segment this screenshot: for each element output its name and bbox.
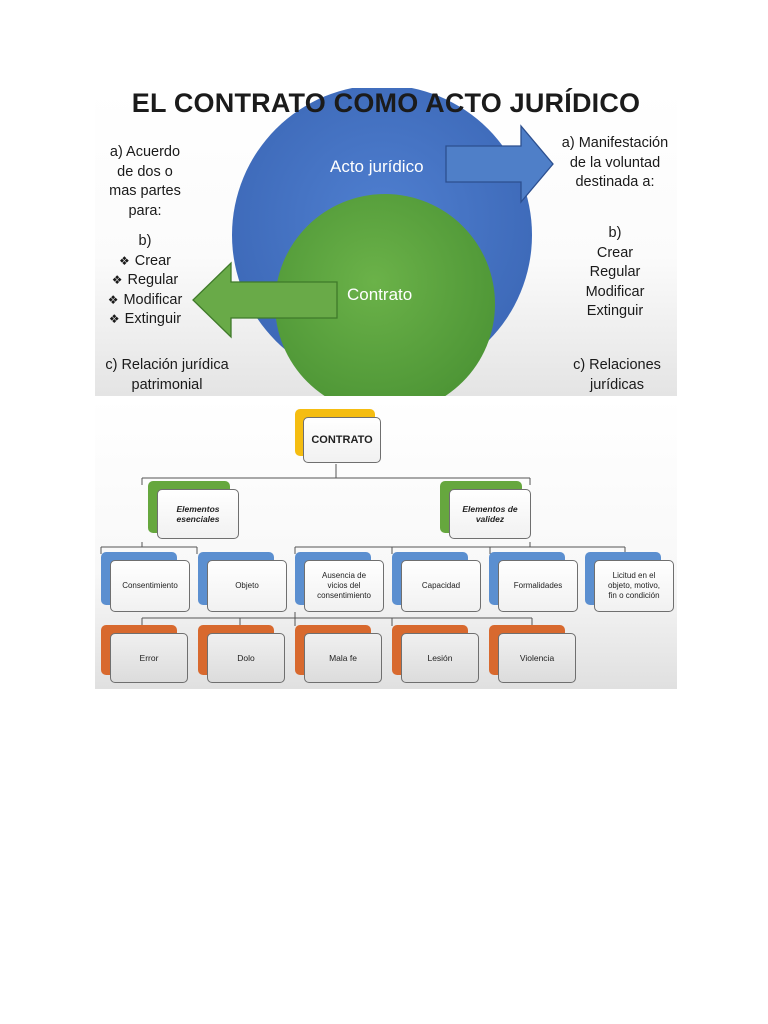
infographic-title: EL CONTRATO COMO ACTO JURÍDICO — [131, 88, 641, 118]
left-b-item: ❖Extinguir — [108, 311, 182, 327]
left-b-item: ❖Modificar — [107, 291, 183, 308]
left-b-item: ❖Crear — [118, 252, 172, 269]
right-a-text: a) Manifestación de la voluntad destinad… — [561, 135, 669, 190]
left-c-text: c) Relación jurídica patrimonial — [105, 357, 229, 393]
org-chart-panel: CONTRATO Elementos esenciales Elementos … — [95, 397, 677, 689]
org-chart-connectors — [100, 464, 626, 626]
inner-circle-contrato — [275, 194, 495, 396]
left-a-text: a) Acuerdo de dos o mas partes para: — [109, 144, 181, 219]
right-c-text: c) Relaciones jurídicas — [573, 357, 661, 393]
diamond-bullet-icon: ❖ — [108, 312, 120, 326]
diamond-bullet-icon: ❖ — [107, 292, 119, 307]
left-b-item: ❖Regular — [111, 272, 179, 288]
infographic-graphics — [192, 88, 554, 396]
arrow-right-icon — [445, 124, 554, 204]
outer-circle-label: Acto jurídico — [330, 157, 424, 176]
diamond-bullet-icon: ❖ — [118, 253, 130, 268]
right-b-text: b) Crear Regular Modificar Extinguir — [585, 225, 645, 319]
inner-circle-label: Contrato — [347, 285, 413, 304]
arrow-left-icon — [192, 261, 338, 339]
left-b-text: b) ❖Crear ❖Regular ❖Modificar ❖Extinguir — [103, 232, 187, 330]
infographic-panel: EL CONTRATO COMO ACTO JURÍDICO Acto jurí… — [95, 88, 677, 396]
diamond-bullet-icon: ❖ — [111, 273, 123, 287]
